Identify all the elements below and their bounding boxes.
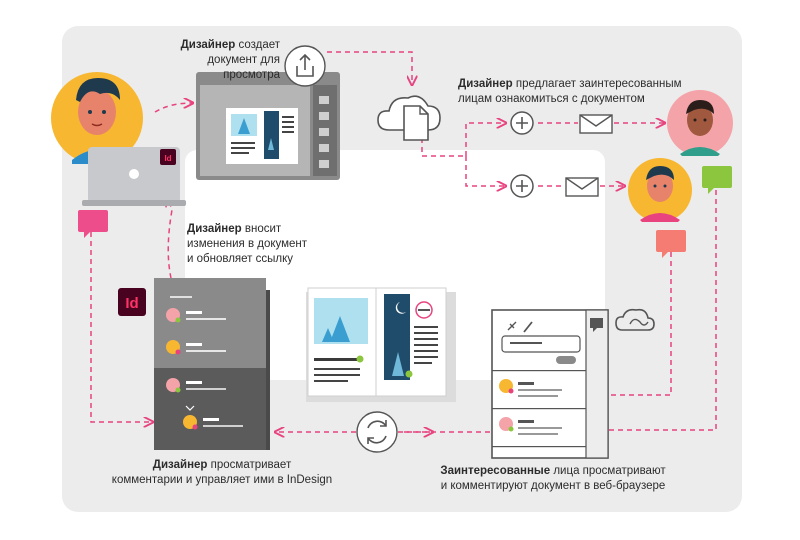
caption-review: Заинтересованные лица просматривают и ко… (440, 465, 666, 492)
arrow-to-plus-1 (465, 123, 505, 156)
pencil-icon (523, 321, 533, 333)
share-upload-icon (284, 45, 326, 87)
comment-bubble-green (702, 166, 732, 194)
document-editor-window (196, 72, 340, 180)
designer-avatar (51, 72, 143, 164)
creative-cloud-icon (615, 308, 655, 331)
pin-icon (507, 321, 517, 331)
stakeholder-avatar-1 (667, 90, 733, 156)
comment-icon (590, 318, 603, 332)
comment-bubble-salmon (656, 230, 686, 258)
sync-icon (356, 411, 398, 453)
indesign-comments-panel (154, 278, 270, 450)
arrow-to-plus-2 (465, 156, 505, 186)
arrow-laptop-to-document (154, 103, 192, 113)
indesign-logo (118, 288, 146, 316)
document-spread (306, 287, 456, 402)
comment-bubble-pink (78, 210, 108, 238)
envelope-icon-2 (565, 177, 599, 197)
caption-manage: Дизайнер просматривает комментарии и упр… (111, 459, 333, 486)
document-icon (403, 105, 429, 141)
arrow-indesign-to-laptop (168, 198, 172, 279)
flow-arrows (90, 51, 717, 432)
browser-review-panel (491, 309, 609, 459)
laptop-indesign-badge (160, 149, 176, 165)
indesign-logo-text: Id (125, 295, 138, 312)
envelope-icon (579, 114, 613, 134)
caption-update: Дизайнер вносит изменения в документ и о… (187, 223, 308, 265)
laptop-badge-text: Id (164, 154, 171, 163)
stakeholder-avatar-2 (628, 158, 692, 222)
caption-share: Дизайнер предлагает заинтересованным лиц… (458, 78, 682, 105)
caption-create: Дизайнер создает документ для просмотра (180, 39, 280, 81)
laptop (82, 147, 186, 206)
moon-icon (395, 302, 406, 314)
arrow-upload-to-cloud (327, 51, 412, 84)
arrow-cloud-branch (421, 138, 466, 157)
arrow-person1-to-browser (588, 190, 717, 430)
arrow-bubble-to-indesign (90, 232, 152, 422)
plus-circle-icon (510, 111, 534, 135)
plus-circle-icon-2 (510, 174, 534, 198)
arrow-person2-to-browser (590, 252, 672, 395)
